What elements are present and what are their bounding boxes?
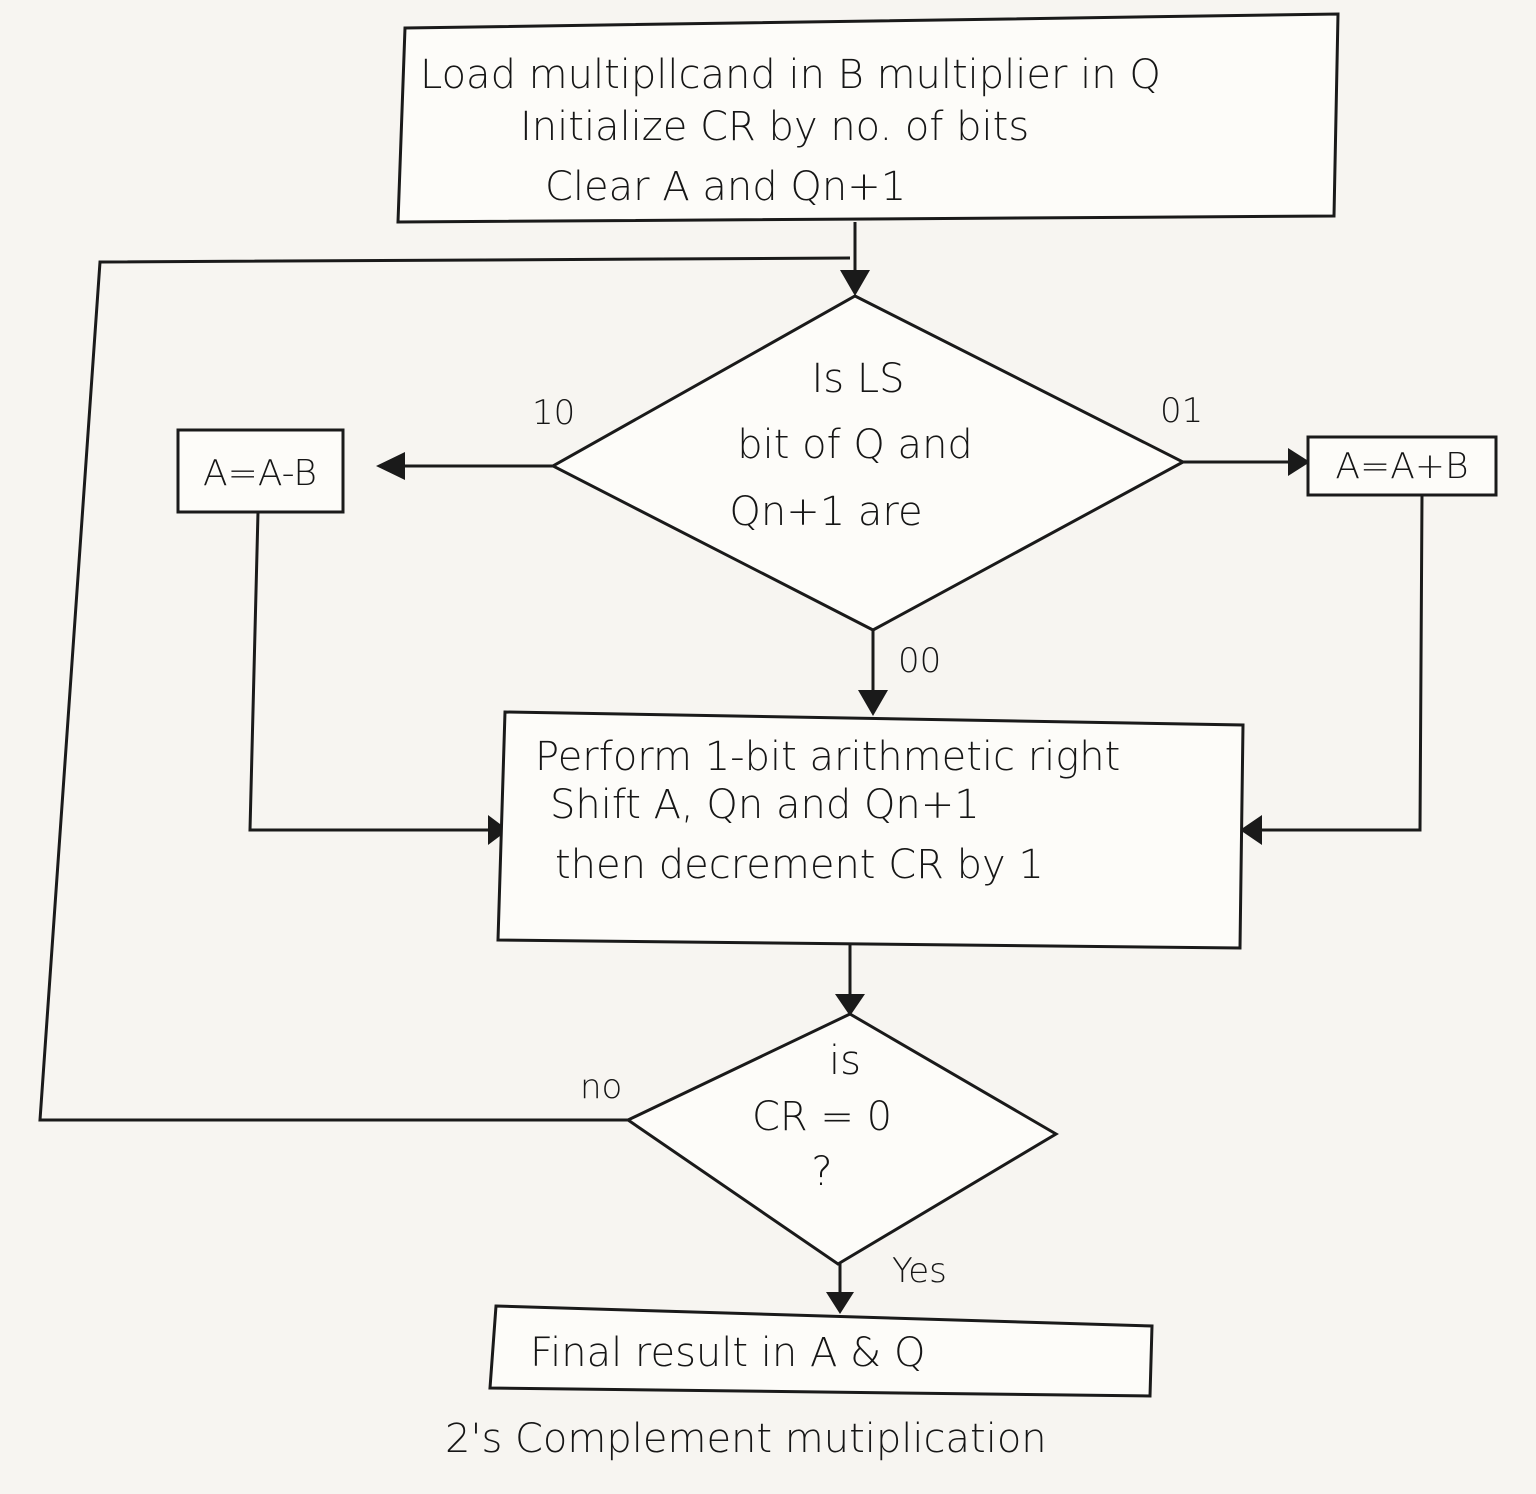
add-text: A=A+B (1335, 446, 1468, 487)
final-text: Final result in A & Q (530, 1330, 925, 1376)
edge-add-to-shift (1258, 494, 1424, 832)
label-yes: Yes (892, 1251, 947, 1291)
arrow-down-icon (858, 690, 888, 716)
shift-line-1: Perform 1-bit arithmetic right (535, 734, 1120, 780)
arrow-right-icon (488, 815, 508, 845)
init-line-2: Initialize CR by no. of bits (520, 104, 1029, 150)
decision-bits (549, 294, 1187, 632)
subtract-text: A=A-B (203, 453, 317, 494)
shift-line-3: then decrement CR by 1 (555, 842, 1044, 888)
final-box (488, 1304, 1154, 1398)
arrowheads (376, 270, 1310, 1314)
decision-cr (625, 1012, 1059, 1266)
add-box (1306, 435, 1498, 497)
check-bits-line-1: Is LS (811, 356, 904, 402)
init-line-1: Load multipllcand in B multiplier in Q (420, 52, 1161, 98)
connectors (38, 222, 1424, 1298)
shift-line-2: Shift A, Qn and Qn+1 (550, 782, 980, 828)
check-bits-line-3: Qn+1 are (729, 489, 922, 535)
check-cr-line-2: CR = 0 (752, 1094, 892, 1140)
arrow-left-icon (376, 452, 405, 480)
check-cr-line-1: is (829, 1038, 861, 1084)
label-10: 10 (532, 393, 575, 433)
check-bits-line-2: bit of Q and (737, 422, 973, 468)
edge-sub-to-shift (248, 511, 492, 832)
init-line-3: Clear A and Qn+1 (545, 164, 906, 210)
label-no: no (580, 1067, 622, 1107)
label-01: 01 (1160, 391, 1203, 431)
arrow-right-icon (1288, 448, 1310, 476)
arrow-down-icon (840, 270, 870, 296)
diagram-caption: 2's Complement mutiplication (445, 1416, 1047, 1462)
label-00: 00 (898, 641, 941, 681)
edge-loop-back (38, 256, 851, 1122)
arrow-down-icon (826, 1292, 854, 1314)
subtract-box (176, 428, 345, 514)
shapes (176, 12, 1498, 1398)
arrow-down-icon (835, 994, 865, 1016)
check-cr-line-3: ? (811, 1149, 832, 1195)
init-box (396, 12, 1340, 224)
arrow-left-icon (1240, 815, 1262, 845)
shift-box (496, 710, 1245, 950)
